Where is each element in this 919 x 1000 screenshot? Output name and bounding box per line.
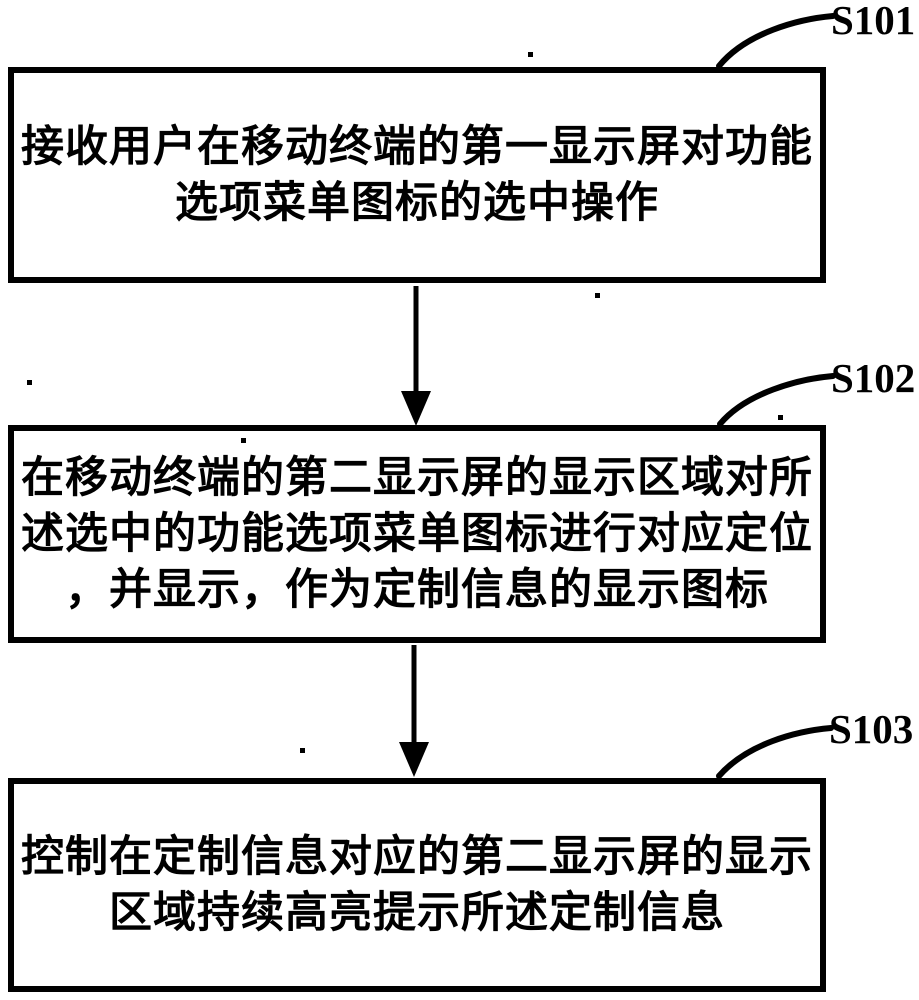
- scan-speck: [528, 52, 533, 57]
- down-arrow-icon: [399, 645, 429, 777]
- step-label-s103: S103: [829, 706, 914, 752]
- scan-speck: [778, 415, 783, 420]
- process-text-line: 在移动终端的第二显示屏的显示区域对所: [21, 454, 813, 502]
- scan-speck: [595, 293, 600, 298]
- step-label-s102: S102: [831, 355, 916, 401]
- scan-speck: [27, 380, 32, 385]
- scan-speck: [300, 748, 305, 753]
- process-text-line: 接收用户在移动终端的第一显示屏对功能: [21, 123, 813, 171]
- leader-line-s102: [717, 373, 836, 427]
- leader-line-s103: [716, 725, 834, 779]
- leader-line-s101: [716, 13, 836, 69]
- scan-speck: [241, 438, 246, 443]
- process-text-line: 控制在定制信息对应的第二显示屏的显示: [21, 833, 813, 881]
- process-box-s103: 控制在定制信息对应的第二显示屏的显示 区域持续高亮提示所述定制信息: [8, 778, 826, 992]
- down-arrow-icon: [401, 286, 431, 426]
- process-text-line: 述选中的功能选项菜单图标进行对应定位: [21, 510, 813, 558]
- step-label-s101: S101: [831, 0, 916, 43]
- process-text-line: ，并显示，作为定制信息的显示图标: [65, 566, 769, 614]
- process-text-line: 区域持续高亮提示所述定制信息: [109, 889, 725, 937]
- process-text-line: 选项菜单图标的选中操作: [175, 179, 659, 227]
- process-box-s101: 接收用户在移动终端的第一显示屏对功能 选项菜单图标的选中操作: [8, 67, 826, 283]
- process-box-s102: 在移动终端的第二显示屏的显示区域对所 述选中的功能选项菜单图标进行对应定位 ，并…: [8, 425, 826, 643]
